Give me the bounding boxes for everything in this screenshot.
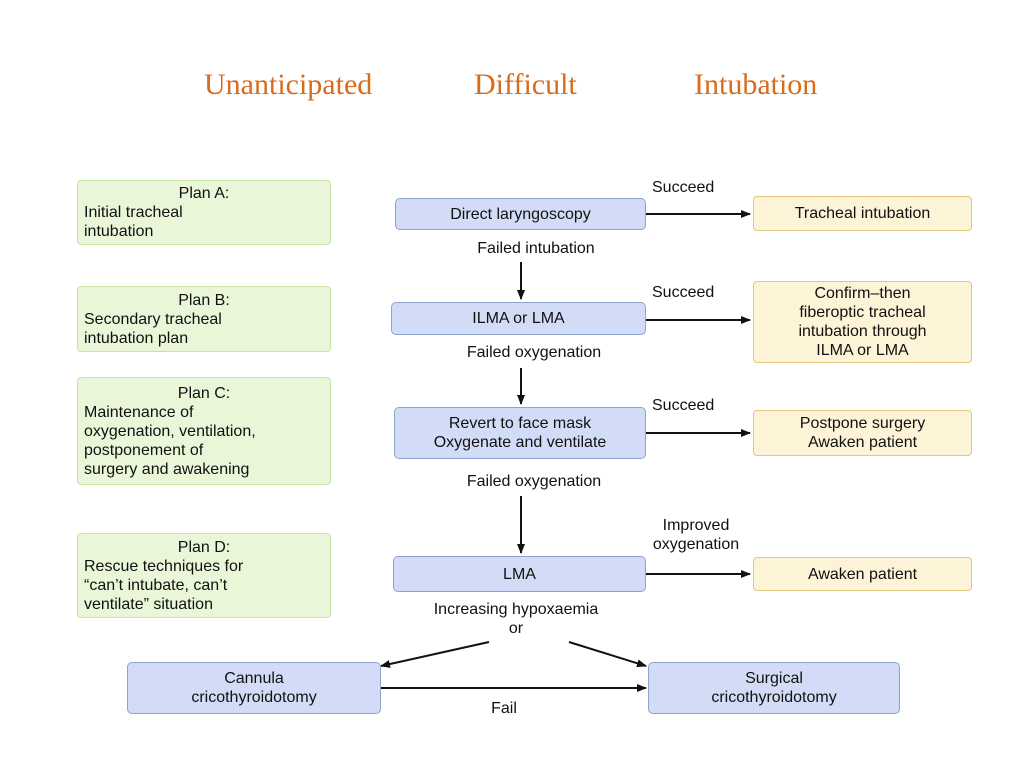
arrow-to-cannula [380,641,490,668]
title-word-intubation: Intubation [694,68,818,101]
outcome-confirm-line-2: fiberoptic tracheal [799,304,926,321]
step-face-mask-line-2: Oxygenate and ventilate [433,434,607,451]
step-direct-laryngoscopy-label: Direct laryngoscopy [450,205,591,223]
step-ilma-or-lma: ILMA or LMA [391,302,646,335]
plan-c-line-3: postponement of [84,441,204,459]
plan-d-line-2: “can’t intubate, can’t [84,576,228,594]
step-cannula-cricothyroidotomy: Cannula cricothyroidotomy [127,662,381,714]
arrow-to-surgical [568,641,647,668]
outcome-awaken-patient: Awaken patient [753,557,972,591]
label-hypoxaemia-line-2: or [508,620,524,637]
step-surgical-line-2: cricothyroidotomy [711,689,837,706]
outcome-postpone-line-2: Awaken patient [807,434,918,451]
outcome-awaken-label: Awaken patient [807,565,918,583]
step-face-mask-line-1: Revert to face mask [448,415,592,432]
label-failed-intubation: Failed intubation [477,240,595,257]
plan-d-heading: Plan D: [177,538,231,556]
plan-d-line-3: ventilate” situation [84,595,213,613]
label-improved-oxygenation: Improved oxygenation [630,516,762,554]
outcome-postpone-line-1: Postpone surgery [799,415,926,432]
step-surgical-line-1: Surgical [745,670,803,687]
plan-b-line-1: Secondary tracheal [84,310,222,328]
label-failed-oxygenation-2: Failed oxygenation [466,473,602,490]
step-face-mask: Revert to face mask Oxygenate and ventil… [394,407,646,459]
step-surgical-cricothyroidotomy: Surgical cricothyroidotomy [648,662,900,714]
plan-b-line-2: intubation plan [84,329,189,347]
plan-c-line-2: oxygenation, ventilation, [84,422,256,440]
plan-b-box: Plan B: Secondary tracheal intubation pl… [77,286,331,352]
label-improved-line-2: oxygenation [652,536,740,553]
outcome-confirm-line-3: intubation through [798,323,927,340]
outcome-postpone-surgery: Postpone surgery Awaken patient [753,410,972,456]
step-cannula-line-1: Cannula [224,670,284,687]
title-word-unanticipated: Unanticipated [204,68,373,101]
outcome-confirm-line-4: ILMA or LMA [816,342,909,359]
label-failed-oxygenation-1: Failed oxygenation [466,344,602,361]
step-lma: LMA [393,556,646,592]
plan-a-line-2: intubation [84,223,154,240]
plan-d-box: Plan D: Rescue techniques for “can’t int… [77,533,331,618]
step-lma-label: LMA [503,565,536,583]
slide-title: Unanticipated Difficult Intubation [0,68,1024,108]
plan-c-line-4: surgery and awakening [84,460,250,478]
plan-d-line-1: Rescue techniques for [84,557,244,575]
step-direct-laryngoscopy: Direct laryngoscopy [395,198,646,230]
plan-b-heading: Plan B: [178,291,230,309]
outcome-confirm-fiberoptic: Confirm–then fiberoptic tracheal intubat… [753,281,972,363]
label-fail: Fail [491,700,517,717]
label-improved-line-1: Improved [662,517,730,534]
step-ilma-or-lma-label: ILMA or LMA [472,310,565,327]
plan-a-line-1: Initial tracheal [84,204,183,221]
plan-c-box: Plan C: Maintenance of oxygenation, vent… [77,377,331,485]
plan-a-heading: Plan A: [178,185,230,202]
label-succeed-3: Succeed [652,397,715,414]
plan-a-box: Plan A: Initial tracheal intubation [77,180,331,245]
label-succeed-1: Succeed [652,179,715,196]
label-succeed-2: Succeed [652,284,715,301]
outcome-tracheal-intubation: Tracheal intubation [753,196,972,231]
plan-c-line-1: Maintenance of [84,403,194,421]
label-hypoxaemia-line-1: Increasing hypoxaemia [433,601,599,618]
plan-c-heading: Plan C: [177,384,231,402]
outcome-confirm-line-1: Confirm–then [814,285,911,302]
outcome-tracheal-intubation-label: Tracheal intubation [794,205,931,222]
label-increasing-hypoxaemia: Increasing hypoxaemia or [396,600,636,638]
step-cannula-line-2: cricothyroidotomy [191,689,317,706]
title-word-difficult: Difficult [474,68,577,101]
